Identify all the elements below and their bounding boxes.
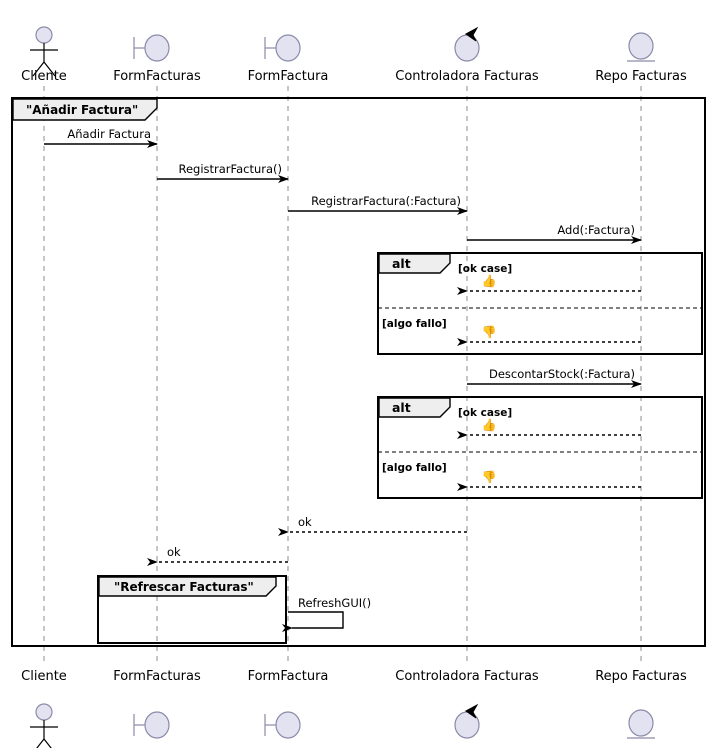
entity-icon-repo-bottom-circle xyxy=(628,709,654,737)
participant-label-bottom-formfacturas: FormFacturas xyxy=(113,669,201,684)
boundary-icon-formfactura-bottom-circle xyxy=(275,711,301,739)
boundary-icon-formfactura-top-circle xyxy=(275,34,301,62)
message-label-m2: RegistrarFactura() xyxy=(178,162,282,176)
message-label-m4: Add(:Factura) xyxy=(557,223,635,237)
fragment-guard-alt2-1: [algo fallo] xyxy=(382,462,447,474)
fragment-guard-alt2-0: [ok case] xyxy=(458,407,512,419)
participant-label-bottom-controladora: Controladora Facturas xyxy=(395,669,539,684)
message-label-m9: 👎 xyxy=(482,470,497,484)
message-label-m12: RefreshGUI() xyxy=(298,596,371,610)
participant-label-top-cliente: Cliente xyxy=(21,69,67,84)
entity-icon-repo-top-circle xyxy=(628,32,654,60)
participant-label-bottom-repo: Repo Facturas xyxy=(595,669,687,684)
boundary-icon-formfacturas-top-circle xyxy=(144,34,170,62)
message-label-m7: DescontarStock(:Factura) xyxy=(489,367,635,381)
message-label-m10: ok xyxy=(298,515,312,529)
group-frame-label: "Añadir Factura" xyxy=(26,103,138,117)
fragment-box-refrescar xyxy=(97,575,287,644)
fragment-tab-alt2 xyxy=(378,397,451,418)
control-icon-controladora-bottom-arrow xyxy=(465,703,479,719)
participants-bottom-group: Cliente FormFacturas FormFactura Controlado… xyxy=(21,669,687,748)
participant-label-top-formfacturas: FormFacturas xyxy=(113,69,201,84)
control-icon-controladora-top-arrow xyxy=(465,26,479,42)
fragment-box-alt2 xyxy=(377,396,703,499)
group-frame: "Añadir Factura" xyxy=(11,97,706,647)
message-label-m3: RegistrarFactura(:Factura) xyxy=(311,194,461,208)
actor-icon-cliente-bottom xyxy=(35,703,53,721)
actor-icon-cliente-bottom-legR xyxy=(43,738,52,748)
fragment-guard-alt1-1: [algo fallo] xyxy=(382,318,447,330)
message-arrow-m12 xyxy=(282,611,344,632)
message-label-m1: Añadir Factura xyxy=(67,127,151,141)
actor-icon-cliente-bottom-legL xyxy=(36,738,45,748)
boundary-icon-formfacturas-bottom-circle xyxy=(144,711,170,739)
participant-label-top-controladora: Controladora Facturas xyxy=(395,69,539,84)
fragment-tab-refrescar xyxy=(98,576,277,597)
fragment-label-refrescar: "Refrescar Facturas" xyxy=(114,580,254,594)
group-frame-tab xyxy=(12,98,158,121)
fragment-box-alt1 xyxy=(377,252,703,355)
lifelines-group xyxy=(43,86,642,662)
actor-icon-cliente-top xyxy=(35,26,53,44)
actor-icon-cliente-top-legL xyxy=(32,61,45,77)
participant-label-bottom-cliente: Cliente xyxy=(21,669,67,684)
fragment-tab-alt1 xyxy=(378,253,451,274)
participant-label-bottom-formfactura: FormFactura xyxy=(248,669,329,684)
message-label-m11: ok xyxy=(167,545,181,559)
fragment-guard-alt1-0: [ok case] xyxy=(458,263,512,275)
message-label-m6: 👎 xyxy=(482,325,497,339)
participant-label-top-repo: Repo Facturas xyxy=(595,69,687,84)
message-label-m5: 👍 xyxy=(482,274,497,288)
participant-label-top-formfactura: FormFactura xyxy=(248,69,329,84)
participants-top-group: Cliente FormFacturas FormFactura Controlado… xyxy=(21,26,687,84)
message-label-m8: 👍 xyxy=(482,418,497,432)
group-frame-box xyxy=(11,97,706,647)
fragments-group: alt [ok case] [algo fallo] alt [ok case] [alg… xyxy=(97,252,703,644)
actor-icon-cliente-top-legR xyxy=(43,61,56,77)
fragment-operator-alt1: alt xyxy=(392,256,411,271)
fragment-operator-alt2: alt xyxy=(392,400,411,415)
